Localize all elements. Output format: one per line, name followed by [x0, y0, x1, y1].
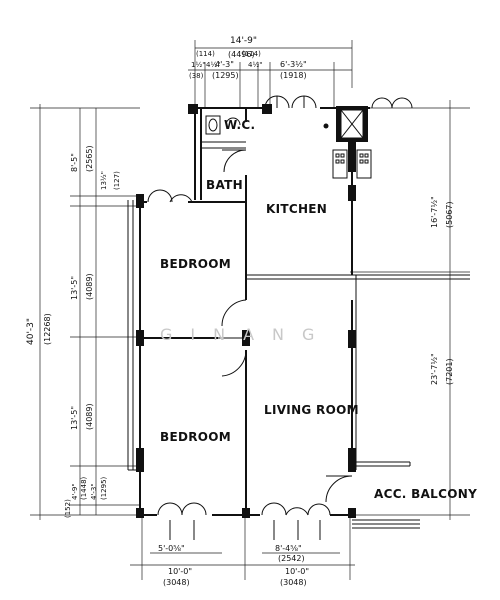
dim-bot-c-mm: (2542)	[278, 554, 305, 563]
dim-left-f-mm: (1295)	[100, 476, 108, 500]
dim-left-d: 13'-5"	[70, 406, 79, 430]
dim-left-e-mm: (1448)	[80, 476, 88, 500]
left-dimensions: 40'-3" (12268) 8'-5" (2565) 13½" (127) 1…	[26, 104, 140, 520]
dim-left-d-mm: (4089)	[85, 403, 94, 430]
room-label-living-room: LIVING ROOM	[264, 403, 359, 417]
dim-left-c-mm: (4089)	[85, 273, 94, 300]
dim-bot-b-mm: (3048)	[163, 578, 190, 587]
top-dimensions: 14'-9" (4496) (114) 1½" 4½" (38) 4'-3" (…	[188, 36, 353, 108]
dim-left-a: 8'-5"	[70, 153, 79, 172]
dim-left-f: 4'-3"	[90, 483, 98, 500]
dim-top-e: 6'-3½"	[280, 60, 307, 69]
room-label-bedroom-2: BEDROOM	[160, 430, 231, 444]
dim-top-overall-mm: (4496)	[228, 50, 255, 59]
stove	[332, 149, 372, 179]
room-label-wc: W.C.	[224, 118, 255, 132]
dim-left-overall: 40'-3"	[26, 318, 36, 345]
dim-top-c-mm: (1295)	[212, 71, 239, 80]
dim-right-b: 23'-7½"	[430, 353, 439, 385]
dim-left-a-mm: (2565)	[85, 145, 94, 172]
watermark-text: GINANG	[160, 325, 332, 344]
wc-fixture	[205, 115, 329, 135]
dim-bot-a: 5'-0⅝"	[158, 544, 185, 553]
doors	[147, 95, 413, 540]
dim-top-c: 4'-3"	[215, 60, 234, 69]
dim-top-a: (114)	[196, 50, 215, 58]
dim-left-c: 13'-5"	[70, 276, 79, 300]
room-label-kitchen: KITCHEN	[266, 202, 327, 216]
dim-right-a-mm: (5067)	[445, 201, 454, 228]
dim-bot-c: 8'-4⅝"	[275, 544, 302, 553]
dim-top-d-in: 4½"	[248, 61, 262, 69]
right-dimensions: 16'-7½" (5067) 23'-7½" (7201)	[350, 100, 470, 520]
walls	[127, 107, 470, 529]
dim-right-b-mm: (7201)	[445, 358, 454, 385]
dim-left-b: 13½"	[100, 171, 108, 190]
dim-top-overall: 14'-9"	[230, 36, 257, 46]
dim-bot-b: 10'-0"	[168, 567, 192, 576]
dim-left-b-mm: (127)	[113, 171, 121, 190]
dim-top-b-mm: (38)	[189, 72, 204, 80]
room-label-balcony: ACC. BALCONY	[374, 487, 477, 501]
room-label-bedroom-1: BEDROOM	[160, 257, 231, 271]
dim-left-e: 4'-9"	[71, 483, 79, 500]
dim-bot-d: 10'-0"	[285, 567, 309, 576]
dim-top-d: (114)	[242, 50, 261, 58]
dim-bot-d-mm: (3048)	[280, 578, 307, 587]
room-label-bath: BATH	[206, 178, 243, 192]
columns	[136, 104, 356, 518]
dim-left-overall-mm: (12268)	[43, 313, 52, 345]
dim-right-a: 16'-7½"	[430, 196, 439, 228]
dim-top-b-ft: 1½"	[191, 61, 205, 69]
dim-left-g: (152)	[64, 499, 72, 518]
dim-top-b-in: 4½"	[206, 61, 220, 69]
bottom-dimensions: 5'-0⅝" 10'-0" (3048) 8'-4⅝" (2542) 10'-0…	[130, 515, 355, 587]
service-shaft	[336, 106, 368, 172]
dim-top-e-mm: (1918)	[280, 71, 307, 80]
